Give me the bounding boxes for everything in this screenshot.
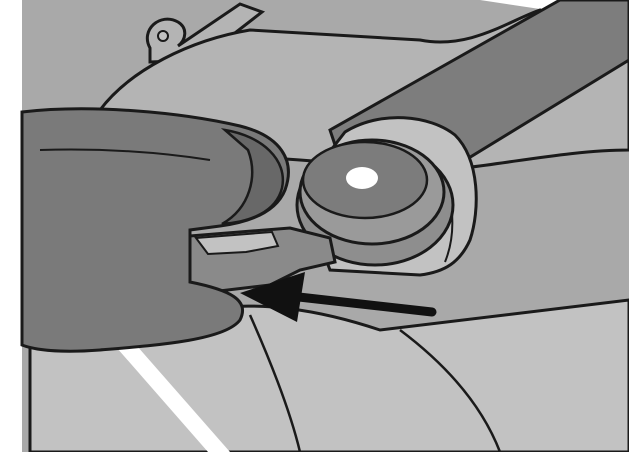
clip-hole <box>158 31 168 41</box>
release-button-highlight <box>346 167 378 189</box>
